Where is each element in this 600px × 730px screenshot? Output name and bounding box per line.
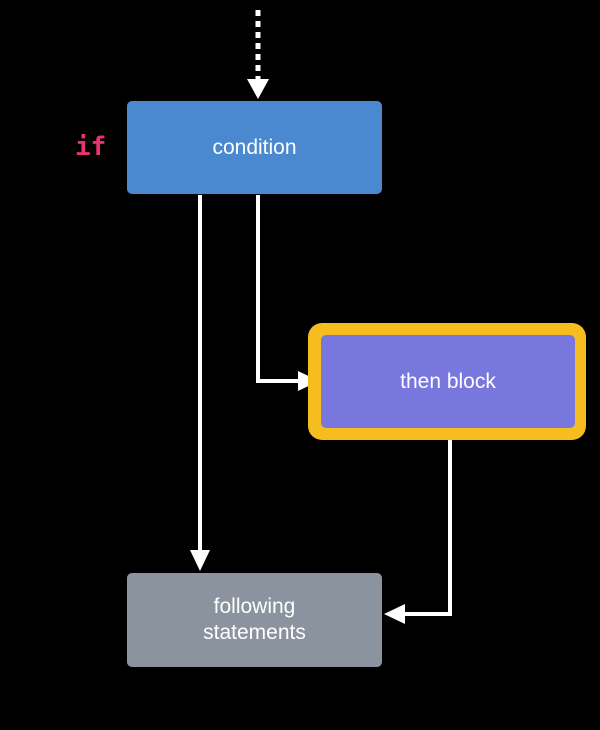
following-label-line-2: statements <box>203 621 306 644</box>
condition-node: condition <box>127 101 382 194</box>
true-branch-line <box>256 195 300 383</box>
if-keyword-label: if <box>75 132 107 162</box>
condition-label: condition <box>212 135 297 159</box>
false-branch-arrowhead <box>190 550 210 571</box>
then-exit-line <box>404 428 452 616</box>
then-block-node: then block <box>321 335 575 428</box>
then-block-label: then block <box>400 369 496 393</box>
following-label-line-1: following <box>213 595 296 618</box>
then-exit-arrowhead <box>384 604 405 624</box>
following-statements-node: following statements <box>127 573 382 667</box>
incoming-arrowhead <box>247 79 269 99</box>
